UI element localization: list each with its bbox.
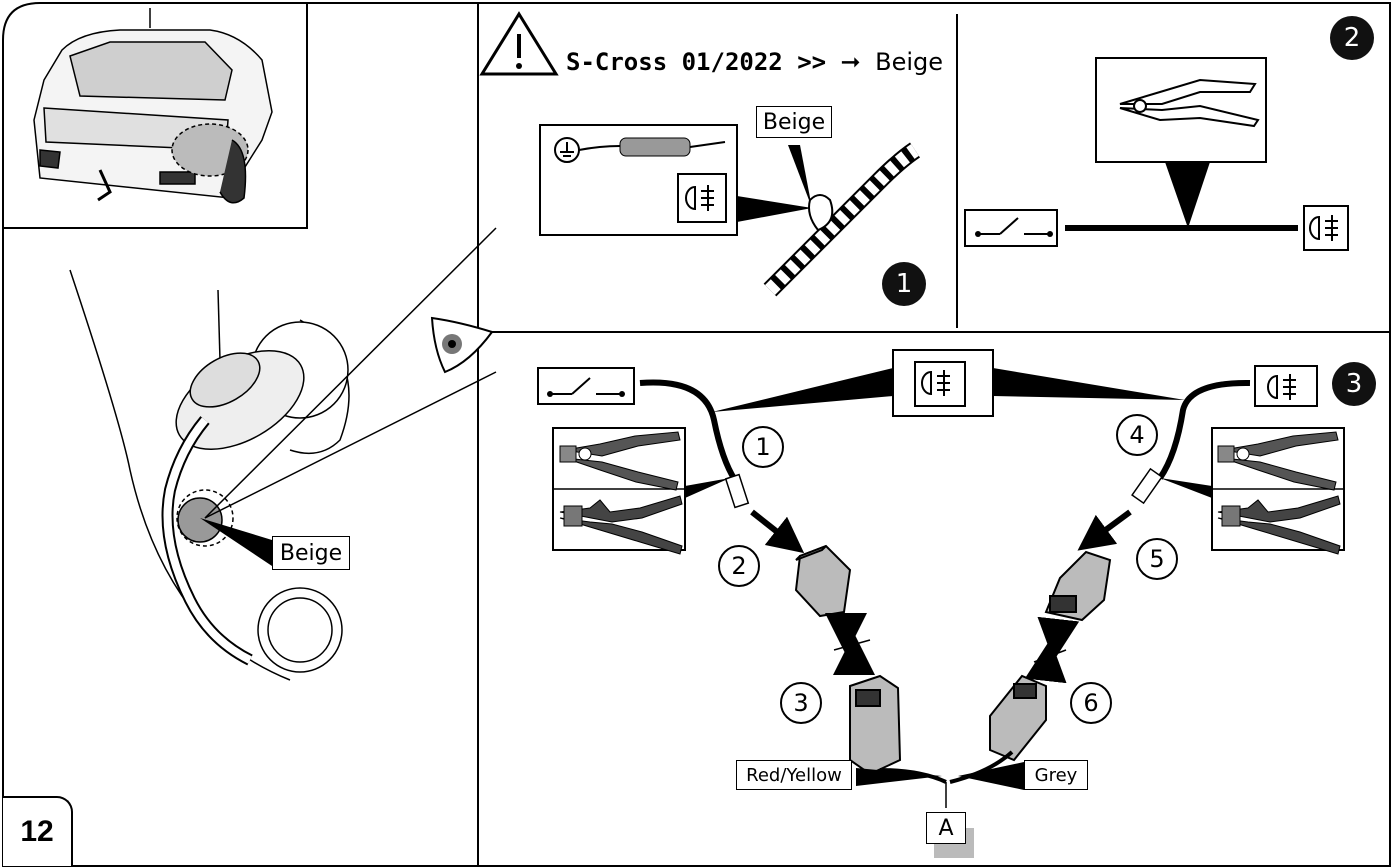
step-circle-1: 1 — [742, 426, 784, 468]
switch-box-panel2 — [964, 209, 1058, 247]
step-badge-1: 1 — [882, 262, 926, 306]
wire-colour: Beige — [875, 48, 944, 76]
step-circle-4: 4 — [1116, 414, 1158, 456]
arrow-icon — [750, 509, 805, 554]
arrow-icon: ➞ — [840, 48, 861, 76]
red-yellow-label: Red/Yellow — [736, 760, 852, 790]
step-circle-6: 6 — [1070, 682, 1112, 724]
lead-red-yellow — [879, 768, 947, 784]
arrow-icon — [1077, 509, 1132, 551]
wire-switch-side — [639, 379, 738, 482]
zoom-line-top — [204, 227, 497, 519]
step-badge-3: 3 — [1332, 362, 1376, 406]
zoom-line-bottom — [204, 371, 497, 519]
warning-triangle-icon — [479, 11, 559, 76]
terminal-right — [1131, 467, 1163, 505]
connector-housing-6 — [989, 674, 1047, 762]
mating-arrows-right — [1024, 616, 1080, 684]
switch-box-panel3 — [537, 367, 635, 405]
test-lamp-box — [539, 124, 738, 236]
lamp-closeup-illustration — [69, 269, 350, 681]
connector-a-label: A — [926, 812, 966, 844]
beige-tag-leader — [788, 145, 812, 208]
model-range: S-Cross 01/2022 >> — [566, 48, 827, 76]
center-leader-left — [712, 368, 893, 412]
page-number: 12 — [3, 796, 73, 866]
test-lamp-icon — [619, 137, 691, 157]
mating-arrows-left — [825, 613, 875, 675]
side-cutter-icon — [1119, 78, 1260, 128]
car-rear-illustration — [33, 8, 273, 204]
step-circle-5: 5 — [1136, 538, 1178, 580]
connector-housing-2 — [794, 544, 852, 618]
crimper-leader-right — [1160, 478, 1212, 498]
connector-housing-3 — [849, 674, 902, 776]
wire-harness-illustration — [763, 142, 921, 297]
fog-box-panel2 — [1303, 205, 1349, 251]
car-inset-frame — [3, 3, 308, 229]
lead-grey — [949, 750, 1014, 784]
grey-label: Grey — [1024, 760, 1088, 790]
crimping-tool-box-right — [1211, 427, 1345, 555]
crimping-tool-box-left — [552, 427, 686, 555]
center-leader-right — [993, 368, 1185, 400]
grey-leader — [958, 762, 1024, 790]
fog-box-right — [1254, 365, 1318, 407]
connector-housing-5 — [1044, 550, 1112, 622]
beige-leader — [200, 518, 272, 566]
terminal-left — [724, 473, 750, 509]
panel2-leader — [1165, 162, 1210, 228]
beige-label: Beige — [272, 536, 350, 570]
model-warning-text: S-Cross 01/2022 >> ➞ Beige — [566, 48, 943, 76]
red-yellow-leader — [856, 768, 942, 786]
crimper-leader-left — [685, 478, 730, 498]
step-badge-2: 2 — [1330, 16, 1374, 60]
beige-tag-panel1: Beige — [756, 106, 832, 138]
step-circle-3: 3 — [780, 682, 822, 724]
step-circle-2: 2 — [718, 545, 760, 587]
eye-icon — [430, 316, 494, 374]
panel1-leader — [737, 196, 812, 222]
wire-lamp-side — [1157, 379, 1251, 480]
